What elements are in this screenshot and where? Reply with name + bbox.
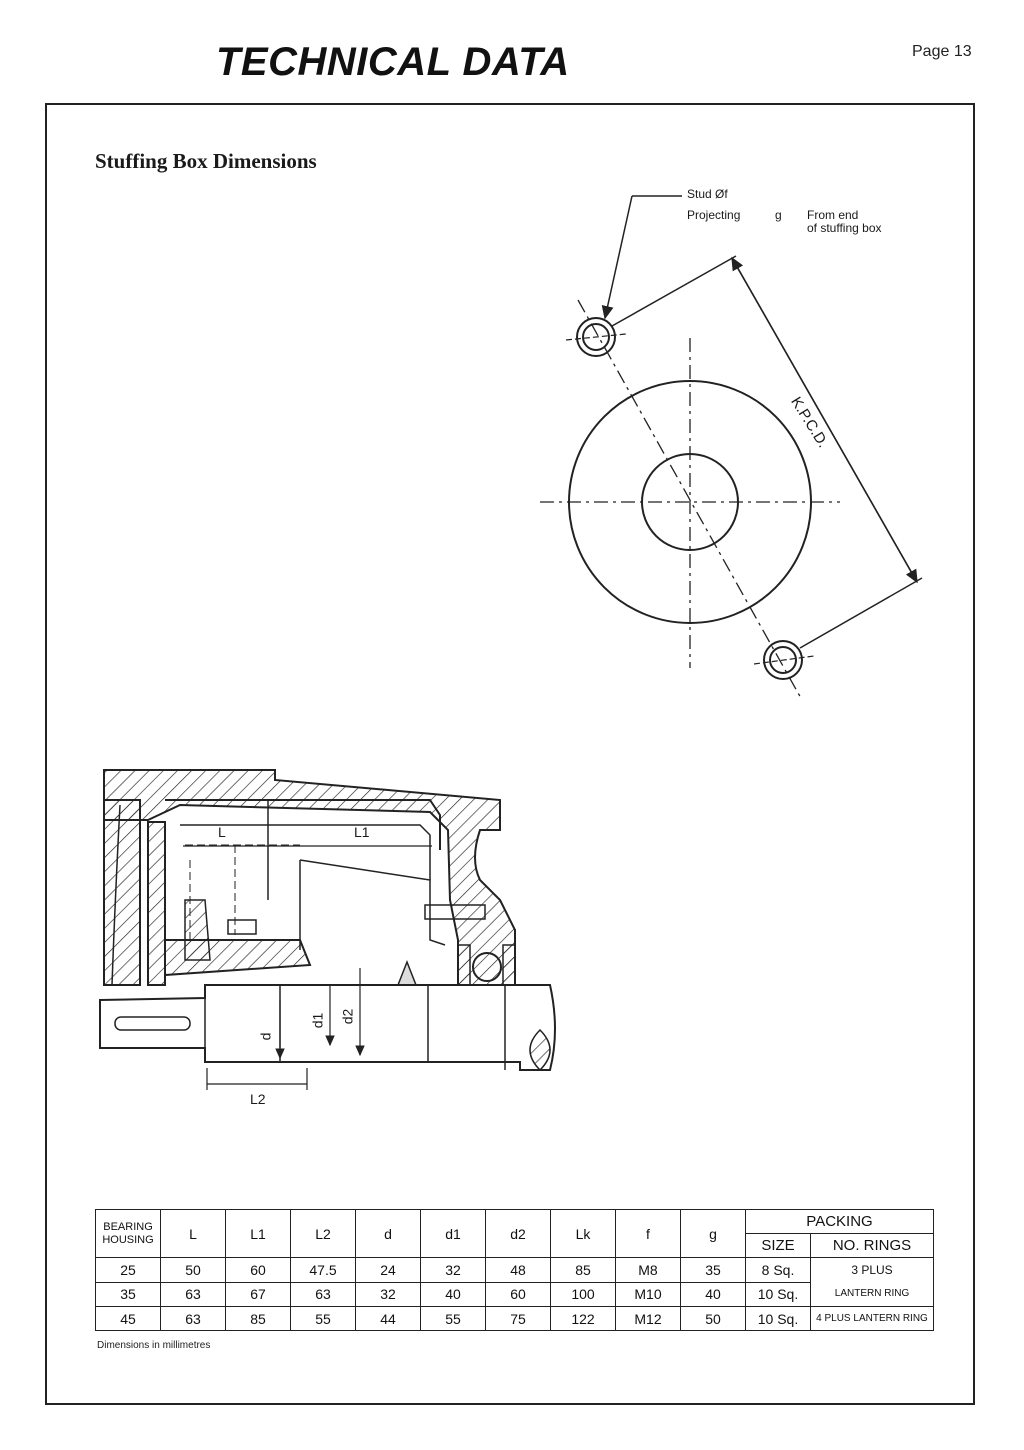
- table-cell: 50: [160, 1257, 226, 1283]
- rings-cell-1-line-1: 3 PLUS: [851, 1263, 893, 1277]
- header-no-rings: NO. RINGS: [810, 1233, 934, 1258]
- header-g: g: [680, 1209, 746, 1258]
- table-cell: 63: [290, 1281, 356, 1307]
- header-f: f: [615, 1209, 681, 1258]
- table-cell: 25: [95, 1257, 161, 1283]
- rings-cell-1-line-2: LANTERN RING: [834, 1288, 910, 1299]
- dim-L2-label: L2: [250, 1091, 266, 1107]
- table-cell: 32: [420, 1257, 486, 1283]
- table-row: 25 50 60 47.5 24 32 48 85 M8 35 8 Sq. 3 …: [95, 1257, 934, 1307]
- table-row: 35 63 67 63 32 40 60 100 M10 40 10 Sq.: [95, 1281, 934, 1307]
- table-cell: 85: [550, 1257, 616, 1283]
- content-frame: [45, 103, 975, 1405]
- header-size: SIZE: [745, 1233, 811, 1258]
- table-cell: M8: [615, 1257, 681, 1283]
- header-packing: PACKING: [745, 1209, 934, 1234]
- dim-L1-label: L1: [354, 824, 370, 840]
- footnote: Dimensions in millimetres: [97, 1340, 211, 1351]
- table-cell: 8 Sq.: [745, 1257, 811, 1283]
- table-cell: 32: [355, 1281, 421, 1307]
- header-L2: L2: [290, 1209, 356, 1258]
- dim-d-label: d: [257, 1032, 274, 1041]
- header-d: d: [355, 1209, 421, 1258]
- dim-d1-label: d1: [309, 1012, 326, 1029]
- dimensions-table: BEARING HOUSING L L1 L2 d d1 d2 Lk f g P…: [95, 1209, 934, 1331]
- projecting-label: Projecting: [687, 208, 741, 222]
- table-cell: 35: [680, 1257, 746, 1283]
- table-cell: 60: [225, 1257, 291, 1283]
- header-d2: d2: [485, 1209, 551, 1258]
- table-cell: 35: [95, 1281, 161, 1307]
- from-end-label: From end: [807, 208, 859, 222]
- table-cell: 40: [420, 1281, 486, 1307]
- page-number: Page 13: [912, 43, 972, 60]
- rings-cell-1: 3 PLUS LANTERN RING: [810, 1257, 934, 1307]
- table-cell: M12: [615, 1306, 681, 1331]
- dim-L-label: L: [218, 824, 226, 840]
- table-cell: 67: [225, 1281, 291, 1307]
- table-cell: 40: [680, 1281, 746, 1307]
- from-end-label-2: of stuffing box: [807, 221, 882, 235]
- table-cell: 60: [485, 1281, 551, 1307]
- stud-label: Stud Øf: [687, 187, 728, 201]
- table-cell: 10 Sq.: [745, 1306, 811, 1331]
- table-cell: 75: [485, 1306, 551, 1331]
- g-label: g: [775, 208, 782, 222]
- table-cell: 24: [355, 1257, 421, 1283]
- table-cell: 63: [160, 1281, 226, 1307]
- table-row: 45 63 85 55 44 55 75 122 M12 50 10 Sq. 4…: [95, 1306, 934, 1331]
- header-L1: L1: [225, 1209, 291, 1258]
- table-cell: 45: [95, 1306, 161, 1331]
- table-cell: 55: [420, 1306, 486, 1331]
- dim-d2-label: d2: [339, 1008, 356, 1025]
- page-title: TECHNICAL DATA: [216, 40, 570, 84]
- table-cell: 48: [485, 1257, 551, 1283]
- table-cell: 122: [550, 1306, 616, 1331]
- header-L: L: [160, 1209, 226, 1258]
- rings-cell-3: 4 PLUS LANTERN RING: [810, 1306, 934, 1331]
- table-cell: 63: [160, 1306, 226, 1331]
- table-cell: 100: [550, 1281, 616, 1307]
- header-Lk: Lk: [550, 1209, 616, 1258]
- section-title: Stuffing Box Dimensions: [95, 149, 317, 173]
- header-d1: d1: [420, 1209, 486, 1258]
- table-cell: M10: [615, 1281, 681, 1307]
- table-cell: 50: [680, 1306, 746, 1331]
- table-cell: 85: [225, 1306, 291, 1331]
- table-cell: 44: [355, 1306, 421, 1331]
- header-bearing-housing: BEARING HOUSING: [95, 1209, 161, 1258]
- table-cell: 47.5: [290, 1257, 356, 1283]
- table-cell: 55: [290, 1306, 356, 1331]
- table-cell: 10 Sq.: [745, 1281, 811, 1307]
